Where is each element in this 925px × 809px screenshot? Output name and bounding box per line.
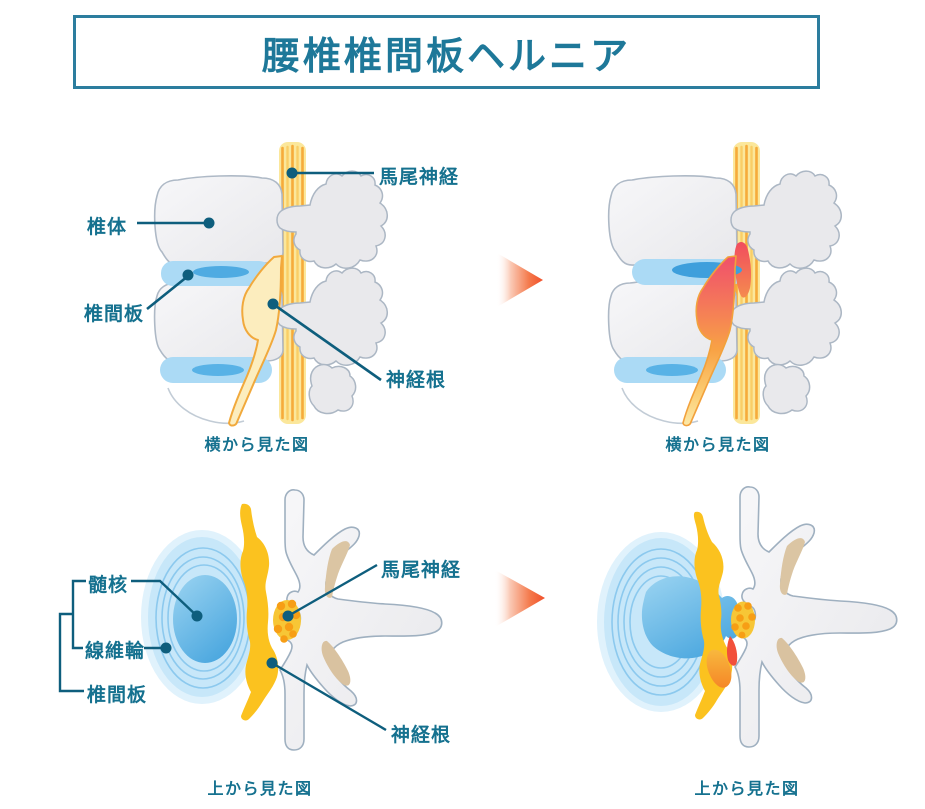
diagram-side-herniated bbox=[609, 142, 842, 427]
label-annulus-fibrosus: 線維輪 bbox=[85, 641, 146, 662]
label-nucleus-pulposus: 髄核 bbox=[88, 575, 129, 596]
label-cauda-equina-axial: 馬尾神経 bbox=[381, 560, 462, 581]
diagram-axial-normal bbox=[58, 489, 443, 751]
label-intervertebral-disc-axial: 椎間板 bbox=[87, 685, 148, 706]
transition-arrow-icon bbox=[495, 570, 545, 627]
title-box: 腰椎椎間板ヘルニア bbox=[73, 15, 820, 89]
label-nerve-root: 神経根 bbox=[386, 370, 447, 391]
caption-side-normal: 横から見た図 bbox=[204, 437, 310, 454]
caption-side-herniated: 横から見た図 bbox=[665, 437, 771, 454]
diagram-axial-herniated bbox=[597, 486, 898, 748]
caption-axial-herniated: 上から見た図 bbox=[694, 781, 800, 798]
transition-arrow-icon bbox=[497, 253, 543, 307]
page-title: 腰椎椎間板ヘルニア bbox=[261, 35, 631, 78]
label-intervertebral-disc: 椎間板 bbox=[84, 304, 145, 325]
diagram-side-normal bbox=[137, 142, 387, 427]
label-cauda-equina: 馬尾神経 bbox=[379, 167, 460, 188]
label-vertebral-body: 椎体 bbox=[87, 217, 128, 238]
leader-lines-side-normal bbox=[137, 167, 382, 382]
label-nerve-root-axial: 神経根 bbox=[391, 725, 452, 746]
caption-axial-normal: 上から見た図 bbox=[207, 781, 313, 798]
leader-lines-axial-normal bbox=[58, 563, 387, 732]
